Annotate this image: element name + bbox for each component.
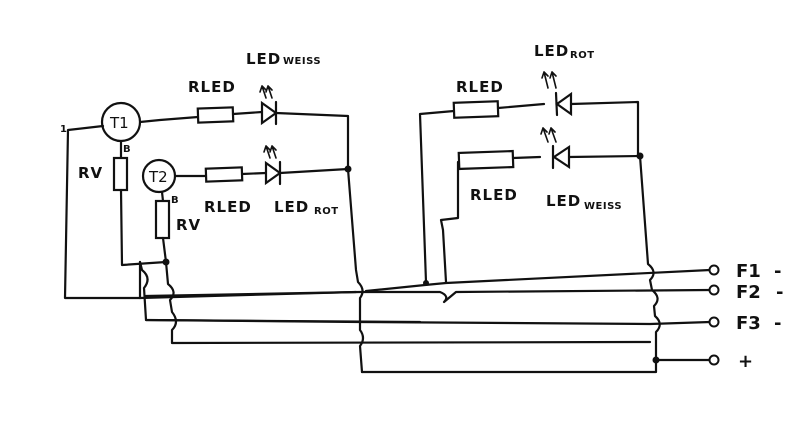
terminal-f2-suffix: - [776,282,783,303]
wire-left-bus-a [138,260,422,324]
wire-left-bus-b [164,260,652,345]
t1-pin-base: B [123,144,131,155]
resistor-left-bottom: RLED [204,166,252,216]
terminal-f3-suffix: - [774,313,781,334]
led-left-bottom: LED ROT [263,145,339,217]
terminal-f2-label: F2 [736,282,761,303]
terminal-f3-label: F3 [736,313,761,334]
terminal-positive: + [708,351,753,372]
t1-label: T1 [109,114,129,132]
resistor-rv-top-label: RV [78,164,103,182]
resistor-rv-bottom-label: RV [176,216,201,234]
wire-left-bottom-led-to-rail [278,167,350,175]
wire-right-bottom-r-to-led [511,155,542,160]
bus-f3 [144,318,712,326]
junction-positive [652,356,660,364]
terminal-f3: F3 - [708,313,781,334]
resistor-right-bottom-label: RLED [470,186,518,204]
wire-t2-base [160,190,165,203]
led-right-top-main: LED [534,42,569,60]
wire-right-top-r-to-led [496,102,546,110]
wire-left-top-led-to-rail [274,111,350,170]
bus-f2 [144,288,712,304]
led-left-bottom-sub: ROT [314,206,339,217]
wire-right-bottom-led-to-rail [567,154,642,159]
wire-right-bottom-left [439,160,460,284]
terminal-f1: F1 - [708,261,781,282]
led-left-top: LED WEISS [246,50,321,126]
t2-pin-base: B [171,195,179,206]
resistor-rv-top: RV [78,156,129,192]
resistor-right-bottom: RLED [457,149,518,204]
wire-left-bottom-r-to-led [240,171,268,176]
led-right-top: LED ROT [534,42,595,117]
resistor-right-top-label: RLED [456,78,504,96]
led-right-bottom-sub: WEISS [584,201,622,212]
junction-f1-a [423,280,429,286]
wire-right-top-led-to-rail [569,100,640,158]
terminal-f2: F2 - [708,282,783,303]
transistor-t2: T2 B [141,158,179,206]
led-left-bottom-main: LED [274,198,309,216]
terminal-positive-label: + [738,351,753,372]
resistor-rv-bottom: RV [154,199,201,240]
t1-pin-emitter: 1 [60,124,67,135]
led-left-top-main: LED [246,50,281,68]
terminal-f1-suffix: - [774,261,781,282]
led-right-bottom: LED WEISS [540,127,622,212]
terminal-f1-label: F1 [736,261,761,282]
wire-rv-top-down [119,188,168,267]
bus-positive [360,358,712,374]
led-right-bottom-main: LED [546,192,581,210]
resistor-left-bottom-label: RLED [204,198,252,216]
resistor-left-top-label: RLED [188,78,236,96]
resistor-right-top: RLED [452,78,504,119]
t2-label: T2 [148,168,168,186]
resistor-left-top: RLED [188,78,236,124]
wire-t1-top-branch [138,115,200,124]
wire-t1-emitter-f1 [63,124,142,300]
wire-right-positive-rail [638,154,661,362]
wire-right-top-left [418,109,456,284]
wire-left-top-r-to-led [231,110,264,116]
led-right-top-sub: ROT [570,50,595,61]
led-left-top-sub: WEISS [283,56,321,67]
wire-rv-bottom-down [161,236,168,264]
